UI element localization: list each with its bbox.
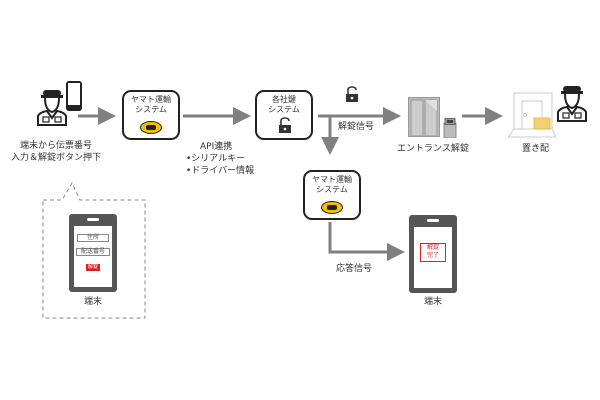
driver-caption-line2: 入力＆解錠ボタン押下 [10,153,101,163]
api-label: API連携 [200,142,233,152]
driver-caption-line1: 端末から伝票番号 [19,141,92,151]
address-field[interactable]: 住所 [77,234,109,242]
yamato-system-box-2: ヤマト運輸 システム [303,170,361,220]
yamato-system-2-label: ヤマト運輸 システム [305,175,359,195]
status-line2: 完了 [426,252,439,259]
unlock-complete-status: 解錠 完了 [420,243,446,262]
yamato-system-box-1: ヤマト運輸 システム [122,90,180,140]
unlock-icon [279,117,291,133]
api-info: API連携 •シリアルキー •ドライバー情報 [186,141,254,177]
left-phone-caption: 端末 [84,297,103,307]
entrance-door-icon [408,97,440,137]
yamato-system-1-line1: ヤマト運輸 [131,95,171,104]
api-item-driver: •ドライバー情報 [186,166,255,176]
entrance-label: エントランス解錠 [397,144,469,154]
phone-speaker [427,219,439,222]
yamato-system-2-line2: システム [316,185,348,194]
yamato-system-2-line1: ヤマト運輸 [312,175,352,184]
right-phone-caption: 端末 [424,297,443,307]
phone-speaker [87,218,99,221]
api-item-serial: •シリアルキー [186,154,246,164]
unlock-signal-icon [346,86,358,102]
lock-system-label: 各社鍵 システム [257,95,311,115]
driver-icon [36,88,68,126]
delivery-box-icon [507,91,557,139]
right-phone: 解錠 完了 [409,215,457,293]
tracking-number-field[interactable]: 配送番号 [76,248,110,256]
yamato-system-1-line2: システム [135,105,167,114]
lock-system-box: 各社鍵 システム [255,90,313,140]
arrow-response [328,222,405,261]
unlock-signal-label: 解錠信号 [338,122,375,132]
lock-system-line1: 各社鍵 [272,95,296,104]
yamato-logo-icon [140,121,162,134]
yamato-logo-icon [321,201,343,214]
callout-outline [42,181,146,319]
yamato-system-1-label: ヤマト運輸 システム [124,95,178,115]
left-phone: 住所 配送番号 解錠 [69,214,117,292]
intercom-panel-icon [443,118,457,139]
driver-caption: 端末から伝票番号 入力＆解錠ボタン押下 [8,140,104,164]
delivery-driver-icon [556,84,588,122]
status-line1: 解錠 [426,244,439,251]
delivery-label: 置き配 [522,144,550,154]
response-signal-label: 応答信号 [336,264,373,274]
unlock-button[interactable]: 解錠 [86,264,100,271]
driver-phone-icon [66,81,82,111]
lock-system-line2: システム [268,105,300,114]
left-phone-screen: 住所 配送番号 解錠 [74,226,112,287]
right-phone-screen: 解錠 完了 [414,227,452,288]
